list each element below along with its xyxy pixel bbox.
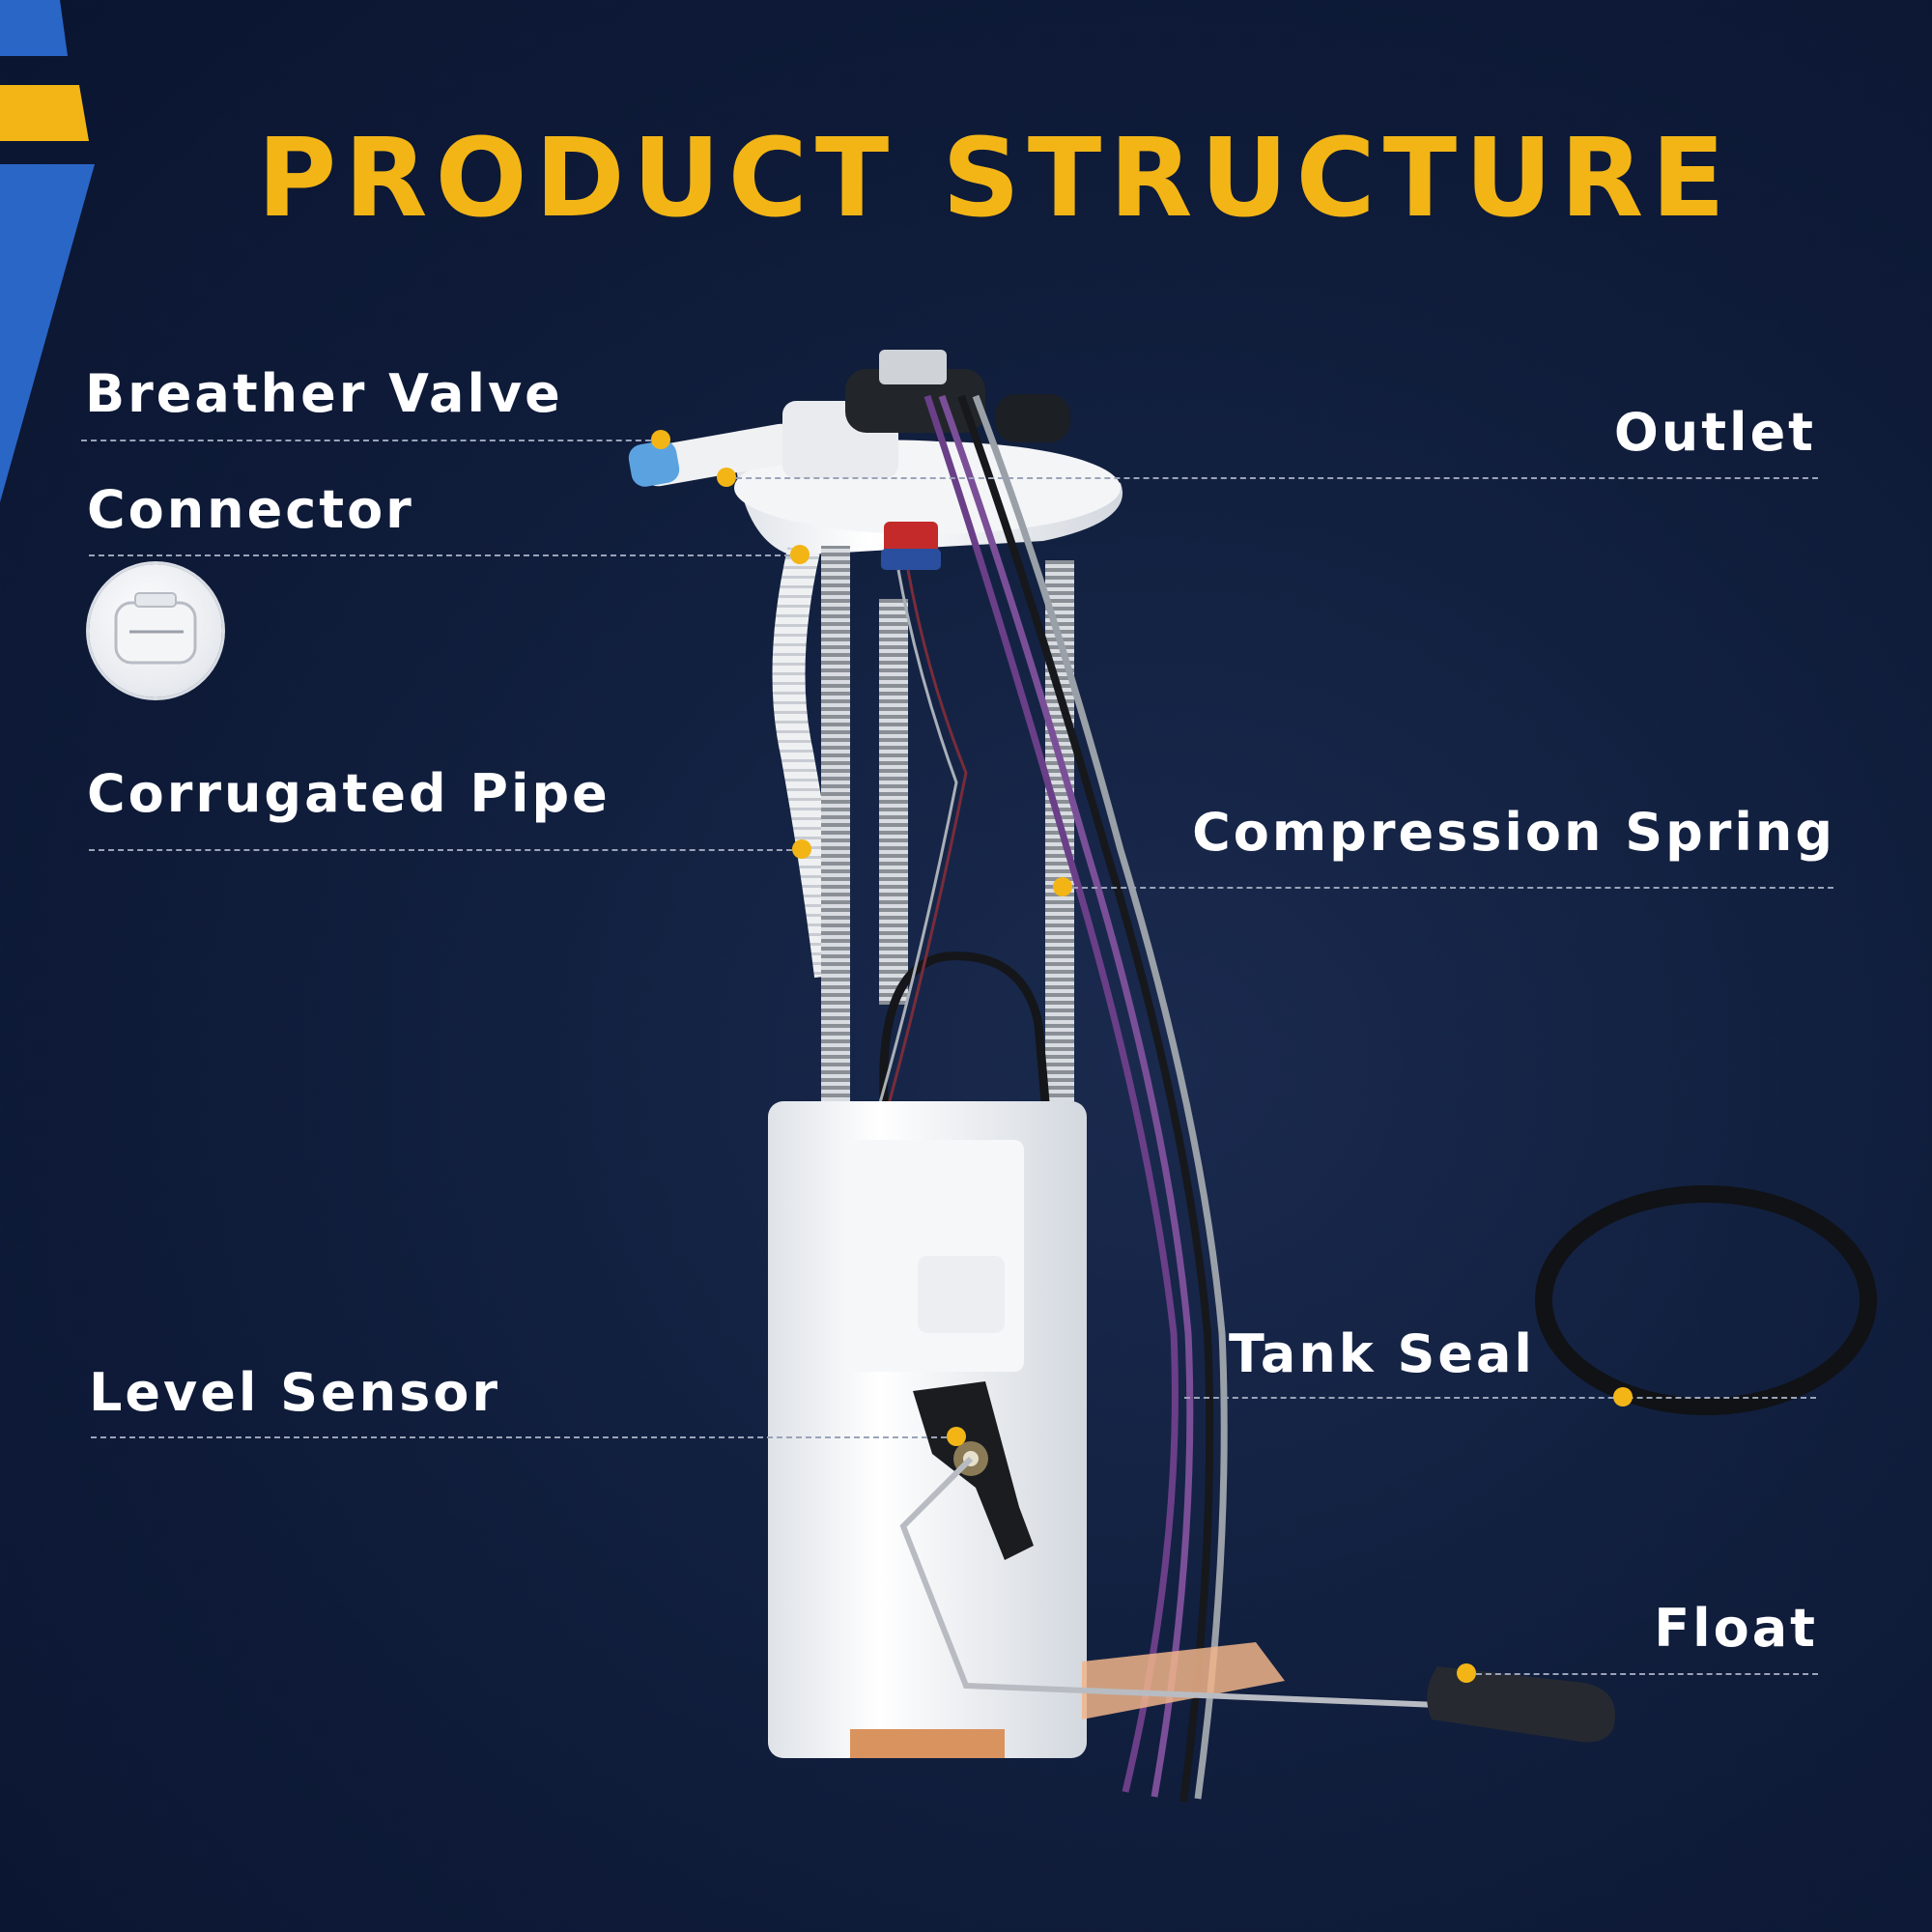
filter-sock — [1082, 1642, 1285, 1719]
leader-line-level-sensor — [91, 1436, 956, 1438]
label-connector: Connector — [87, 479, 414, 540]
tank-seal-ring — [1535, 1185, 1877, 1415]
marker-dot-tank-seal — [1613, 1387, 1633, 1406]
wire-purple-2 — [923, 394, 1179, 1793]
label-tank-seal: Tank Seal — [1229, 1323, 1535, 1384]
spring-middle — [879, 599, 908, 1005]
marker-dot-level-sensor — [947, 1427, 966, 1446]
page-title: PRODUCT STRUCTURE — [257, 116, 1733, 242]
wire-gray-1 — [972, 394, 1228, 1800]
wire-purple-1 — [938, 394, 1194, 1798]
marker-dot-compression-spring — [1053, 877, 1072, 896]
leader-line-outlet — [726, 477, 1818, 479]
corner-stripes-decoration — [0, 0, 95, 502]
wire-black-1 — [957, 394, 1214, 1803]
leader-line-connector — [89, 554, 800, 556]
label-compression-spring: Compression Spring — [1192, 802, 1835, 863]
leader-line-float — [1466, 1673, 1818, 1675]
leader-line-breather-valve — [81, 440, 661, 441]
breather-cap — [628, 440, 680, 487]
label-level-sensor: Level Sensor — [89, 1362, 500, 1423]
connector-plug-icon — [114, 592, 197, 665]
leader-line-tank-seal — [1184, 1397, 1816, 1399]
wire-black-arc — [879, 952, 1053, 1141]
leader-line-corrugated-pipe — [89, 849, 802, 851]
wire-thin-gray — [867, 569, 958, 1141]
label-corrugated-pipe: Corrugated Pipe — [87, 763, 611, 824]
marker-dot-corrugated-pipe — [792, 839, 811, 859]
connector-detail-thumbnail — [89, 564, 222, 697]
marker-dot-outlet — [717, 468, 736, 487]
label-breather-valve: Breather Valve — [85, 363, 563, 424]
label-outlet: Outlet — [1613, 402, 1816, 463]
float-arm — [899, 1456, 1556, 1713]
marker-dot-connector — [790, 545, 810, 564]
top-plug — [995, 394, 1070, 442]
float-body — [1427, 1666, 1615, 1743]
spring-left — [821, 546, 850, 1135]
wire-thin-red — [877, 569, 968, 1141]
leader-line-compression-spring — [1063, 887, 1833, 889]
label-float: Float — [1654, 1598, 1818, 1659]
marker-dot-breather-valve — [651, 430, 670, 449]
marker-dot-float — [1457, 1663, 1476, 1683]
